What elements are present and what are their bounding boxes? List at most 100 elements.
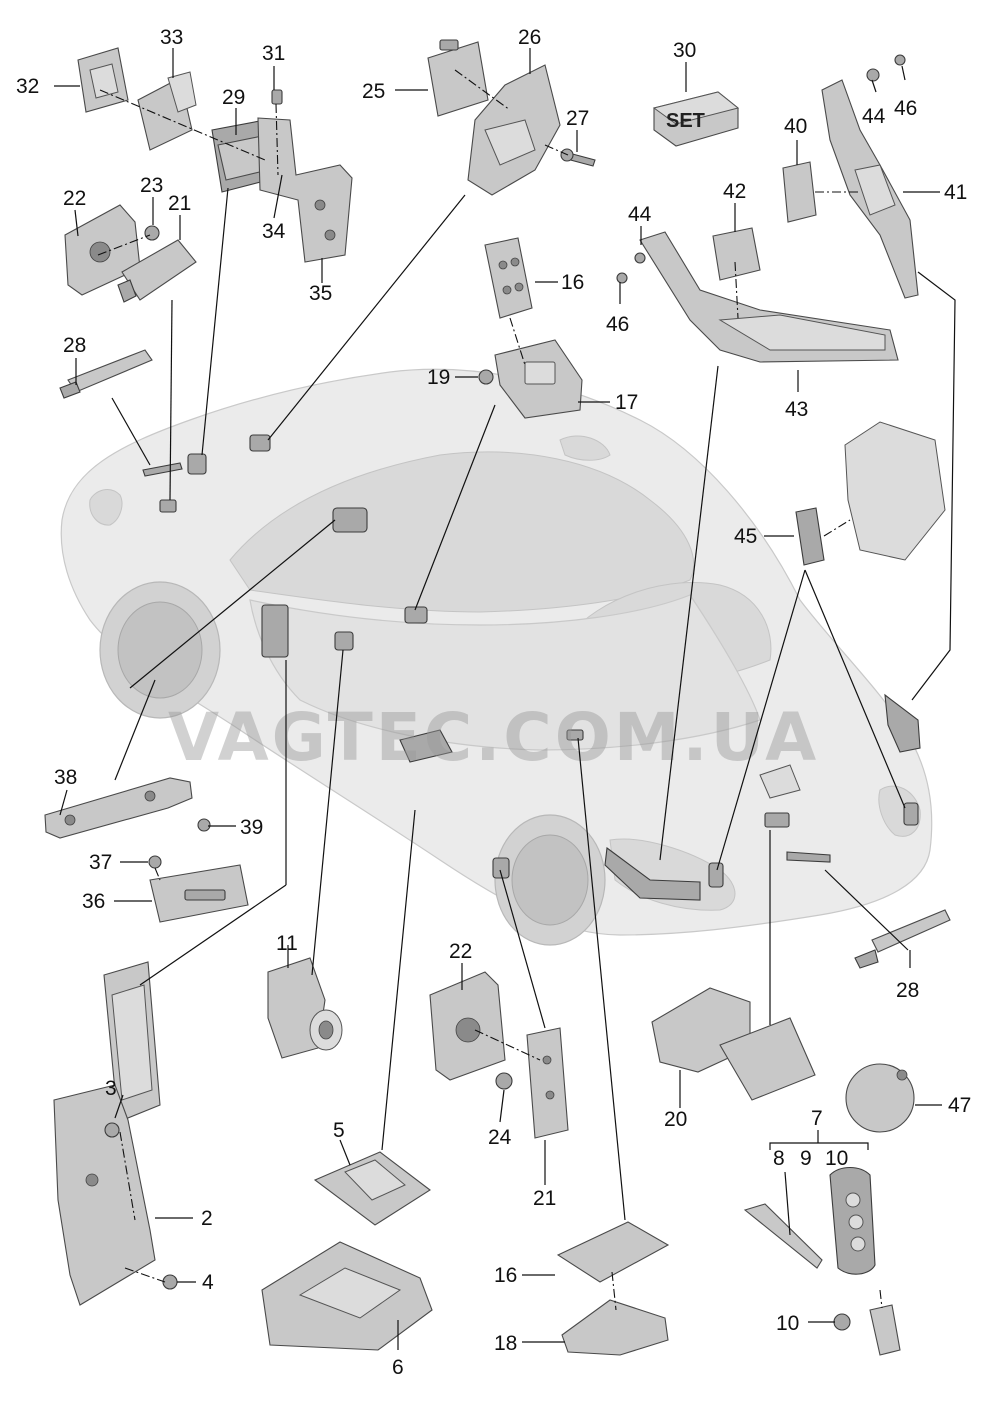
part-4-nut	[162, 1274, 178, 1290]
part-47-key-cover	[845, 1063, 915, 1133]
part-22b-mount	[429, 971, 506, 1081]
part-38-bracket	[44, 777, 193, 839]
part-36-control-unit	[149, 864, 249, 923]
part-10-battery-cover	[833, 1304, 901, 1356]
callout-25: 25	[362, 80, 385, 103]
callout-11: 11	[276, 932, 298, 955]
part-28b-antenna	[854, 909, 951, 969]
part-45-mirror-detail	[844, 421, 946, 561]
callout-20: 20	[664, 1108, 687, 1131]
part-42-control-unit	[712, 227, 761, 281]
callout-24: 24	[488, 1126, 512, 1149]
callout-2: 2	[201, 1207, 213, 1230]
callout-35: 35	[309, 282, 332, 305]
part-23-nut	[144, 225, 160, 241]
part-33-housing	[137, 71, 197, 151]
callout-21a: 21	[168, 192, 191, 215]
callout-23: 23	[140, 174, 163, 197]
part-41-rail	[821, 79, 919, 299]
callout-16b: 16	[494, 1264, 517, 1287]
callout-5: 5	[333, 1119, 345, 1142]
callout-31: 31	[262, 42, 285, 65]
part-37-nut	[148, 855, 162, 869]
callout-19: 19	[427, 366, 450, 389]
part-39-nut	[197, 818, 211, 832]
part-43-rail	[639, 231, 899, 363]
part-30-set-box: SET	[652, 91, 740, 147]
part-34-35-bracket	[257, 117, 353, 263]
part-5-module	[313, 1151, 431, 1226]
watermark: VAGTEC.COM.UA	[168, 699, 819, 776]
part-16-module	[484, 237, 533, 319]
callout-3: 3	[105, 1077, 117, 1100]
part-1-control-unit	[103, 961, 161, 1123]
part-2-bracket	[53, 1084, 156, 1306]
part-6-tray	[261, 1241, 433, 1351]
part-10-key-fob	[829, 1166, 876, 1275]
callout-16a: 16	[561, 271, 584, 294]
callout-28b: 28	[896, 979, 919, 1002]
callout-38: 38	[54, 766, 77, 789]
part-8-emergency-key	[743, 1203, 823, 1269]
part-16b-module	[556, 1221, 670, 1283]
callout-10a: 10	[825, 1147, 848, 1170]
callout-44a: 44	[628, 203, 652, 226]
part-32-bracket	[77, 47, 129, 113]
part-17-bracket	[494, 339, 583, 419]
callout-18: 18	[494, 1332, 517, 1355]
callout-47: 47	[948, 1094, 971, 1117]
callout-43: 43	[785, 398, 808, 421]
callout-labels: 32 33 29 31 34 35 22 23 21 28 25 26 27 3…	[16, 26, 971, 1379]
part-26-housing	[467, 64, 561, 196]
callout-28a: 28	[63, 334, 86, 357]
installed-parts-markers	[142, 434, 921, 901]
part-40-module	[782, 161, 817, 223]
callout-6: 6	[392, 1356, 404, 1379]
callout-37: 37	[89, 851, 112, 874]
part-11-ignition-lock	[267, 957, 343, 1059]
callout-39: 39	[240, 816, 263, 839]
callout-45: 45	[734, 525, 757, 548]
callout-40: 40	[784, 115, 807, 138]
callout-44b: 44	[862, 105, 886, 128]
part-31-screw	[271, 89, 283, 105]
callout-4: 4	[202, 1271, 214, 1294]
part-18-bracket	[561, 1299, 669, 1356]
part-19-nut	[478, 369, 494, 385]
callout-8: 8	[773, 1147, 785, 1170]
part-25-control-unit	[427, 39, 489, 117]
part-27-bolt	[560, 148, 596, 167]
part-21b-module	[526, 1027, 569, 1139]
callout-30: 30	[673, 39, 696, 62]
callout-32: 32	[16, 75, 39, 98]
callout-22b: 22	[449, 940, 472, 963]
callout-46a: 46	[606, 313, 629, 336]
part-28-antenna	[59, 349, 153, 399]
callout-33: 33	[160, 26, 183, 49]
callout-7: 7	[811, 1107, 823, 1130]
leader-lines	[54, 48, 956, 1350]
part-24-nut	[495, 1072, 513, 1090]
part-21-module	[117, 239, 197, 303]
callout-26: 26	[518, 26, 541, 49]
part-45-handle	[795, 507, 825, 566]
part-20-module	[719, 1017, 816, 1101]
callout-42: 42	[723, 180, 746, 203]
callout-27: 27	[566, 107, 589, 130]
car-illustration	[60, 368, 933, 946]
callout-10b: 10	[776, 1312, 799, 1335]
callout-22a: 22	[63, 187, 86, 210]
callout-46b: 46	[894, 97, 917, 120]
set-box-label: SET	[666, 110, 705, 132]
callout-29: 29	[222, 86, 245, 109]
callout-36: 36	[82, 890, 105, 913]
part-3-nut	[104, 1122, 120, 1138]
callout-34: 34	[262, 220, 286, 243]
callout-17: 17	[615, 391, 638, 414]
part-44-46-fasteners	[616, 54, 906, 284]
callout-21b: 21	[533, 1187, 556, 1210]
callout-41: 41	[944, 181, 967, 204]
callout-9: 9	[800, 1147, 812, 1170]
